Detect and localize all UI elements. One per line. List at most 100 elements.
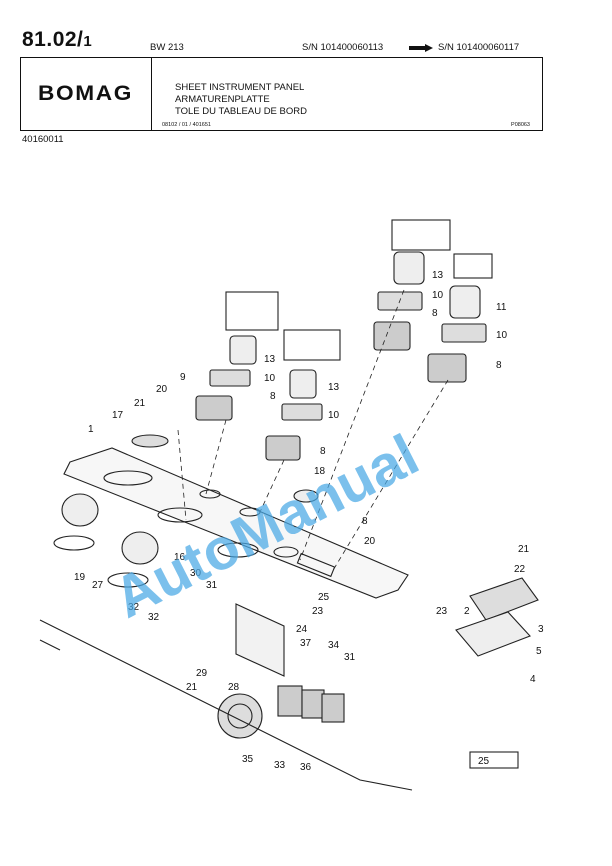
panel-hole [273,546,299,558]
switch-cap-part [229,335,257,365]
instrument-panel-plate [63,447,409,599]
callout-29: 31 [344,652,356,663]
arrow-right-icon [409,44,433,52]
callout-37: 24 [296,624,308,635]
gasket-ring-part [53,535,95,551]
title-german: ARMATURENPLATTE [175,94,270,105]
callout-10: 10 [328,410,340,421]
callout-8: 8 [432,308,438,319]
symbol-label-part [225,291,279,331]
model-label: BW 213 [150,42,184,53]
frame-outline [39,619,413,791]
horn-part [217,693,263,739]
relay-block-part [469,577,539,621]
callout-19: 27 [92,580,104,591]
callout-1: 1 [88,424,94,435]
callout-20: 8 [362,516,368,527]
serial-from: S/N 101400060113 [302,42,384,53]
switch-cap-part [289,369,317,399]
serial-to: S/N 101400060117 [438,42,520,53]
switch-part [373,321,411,351]
panel-hole [217,542,259,558]
relay-part [321,693,345,723]
callout-13: 13 [328,382,340,393]
document-number: 40160011 [22,134,64,145]
callout-21: 21 [134,398,146,409]
assembly-line [177,429,187,521]
callout-34: 37 [300,638,312,649]
assembly-line [259,459,285,513]
callout-3: 2 [464,606,470,617]
callout-21: 29 [196,668,208,679]
symbol-label-part [391,219,451,251]
logo-cell: BOMAG [21,58,152,130]
panel-cutout [296,552,336,578]
callout-23: 25 [318,592,330,603]
assembly-line [331,379,449,573]
panel-hole [103,470,153,486]
switch-frame-part [441,323,487,343]
gauge-part [61,493,99,527]
callout-2: 23 [436,606,448,617]
callout-32: 19 [74,572,86,583]
callout-33: 35 [242,754,254,765]
callout-5: 3 [538,624,544,635]
callout-20: 20 [156,384,168,395]
relay-part [277,685,303,717]
switch-frame-part [209,369,251,387]
callout-30: 16 [174,552,186,563]
callout-18: 18 [314,466,326,477]
callout-36: 33 [274,760,286,771]
callout-8: 8 [496,360,502,371]
callout-17: 17 [112,410,124,421]
panel-hole [239,507,261,517]
callout-25: 31 [206,580,218,591]
switch-part [195,395,233,421]
callout-4: 5 [536,646,542,657]
relay-base-part [455,611,531,657]
gasket-ring-part [107,572,149,588]
assembly-line [299,289,405,561]
switch-part [427,353,467,383]
callout-22: 21 [518,544,530,555]
callout-21: 20 [364,536,376,547]
switch-cap-part [393,251,425,285]
symbol-label-part [453,253,493,279]
assembly-line [205,419,227,495]
callout-11: 11 [496,302,507,313]
relay-part [301,689,325,719]
symbol-label-part [283,329,341,361]
callout-13: 13 [264,354,276,365]
callout-24: 23 [312,606,324,617]
callout-23: 22 [514,564,526,575]
callout-27: 4 [530,674,536,685]
callout-35: 28 [228,682,240,693]
plug-part [293,489,319,503]
bracket-part [235,603,285,677]
callout-10: 10 [432,290,444,301]
frame-outline [39,639,61,651]
callout-31: 34 [328,640,340,651]
cover-plate-part [131,434,169,448]
callout-9: 9 [180,372,186,383]
drawing-code: 08102 / 01 / 401651 [162,122,211,128]
title-block: BOMAG SHEET INSTRUMENT PANEL ARMATURENPL… [20,57,543,131]
callout-25: 36 [300,762,312,773]
callout-10: 10 [496,330,508,341]
reference-box [469,751,519,769]
title-english: SHEET INSTRUMENT PANEL [175,82,305,93]
callout-32: 32 [128,602,140,613]
callout-13: 13 [432,270,444,281]
switch-part [265,435,301,461]
callout-16: 32 [148,612,160,623]
title-french: TOLE DU TABLEAU DE BORD [175,106,307,117]
callout-10: 10 [264,373,276,384]
panel-hole [199,489,221,499]
drawing-reference: P08063 [511,122,530,128]
switch-cap-part [449,285,481,319]
gauge-part [121,531,159,565]
switch-frame-part [281,403,323,421]
callout-8: 8 [320,446,326,457]
callout-8: 8 [270,391,276,402]
